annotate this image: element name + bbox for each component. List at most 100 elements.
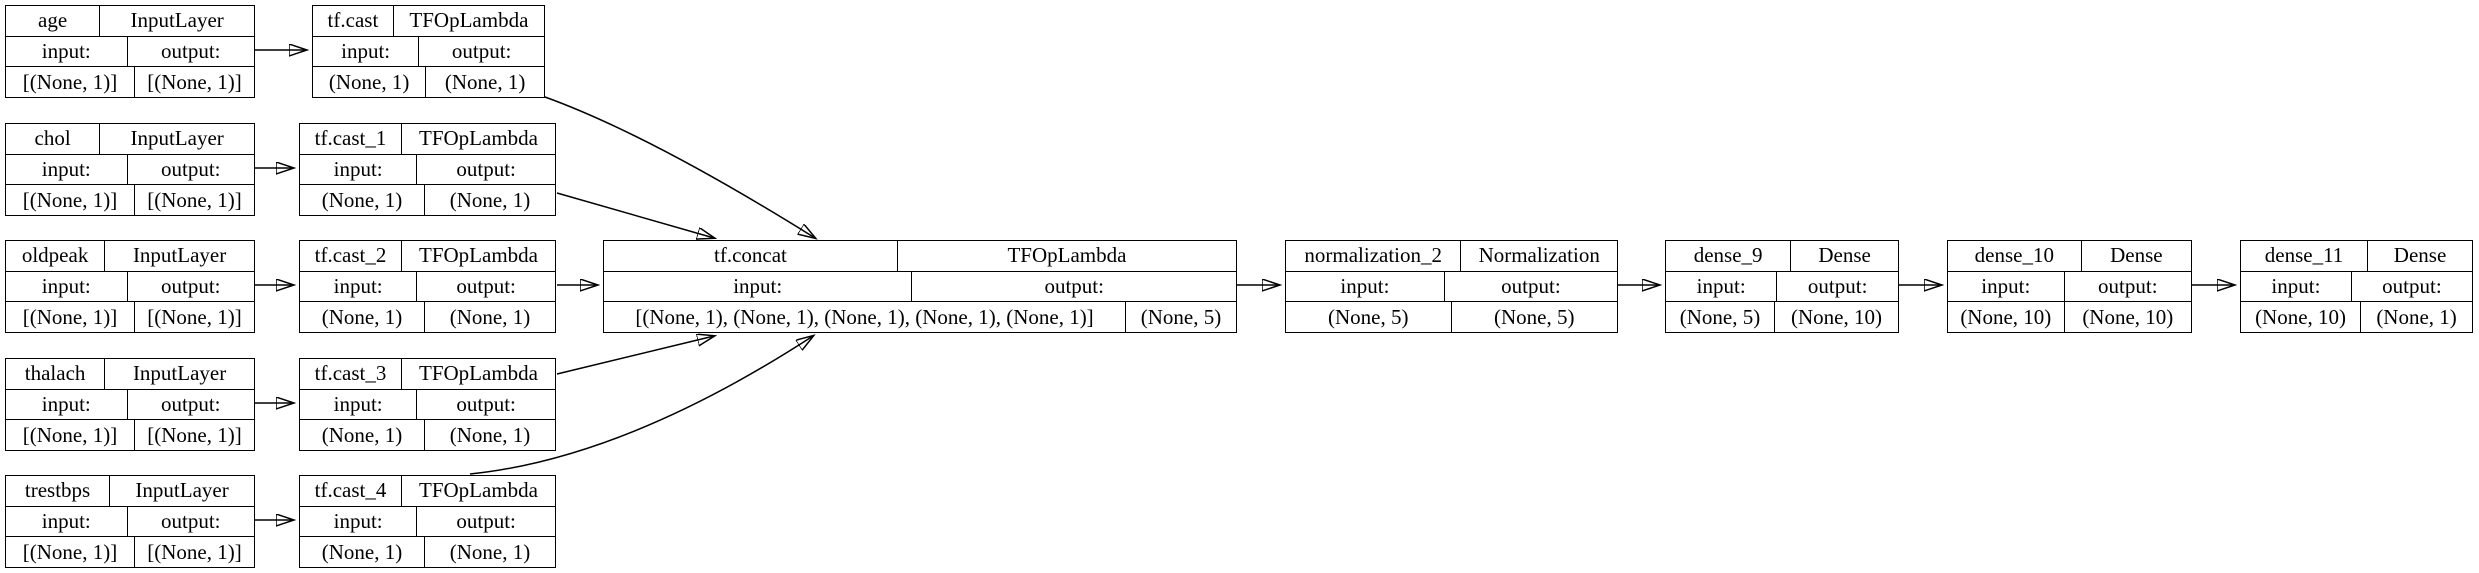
input-label: input: <box>2241 271 2352 302</box>
layer-name: dense_10 <box>1948 241 2082 271</box>
output-shape: [(None, 1)] <box>147 539 242 564</box>
node-io-row: input:output: <box>300 388 555 420</box>
input-label: input: <box>313 36 420 67</box>
output-shape: (None, 5) <box>1494 304 1575 329</box>
layer-name: oldpeak <box>6 241 106 271</box>
node-io-row: input: output: <box>6 35 254 67</box>
input-label: input: <box>6 36 128 67</box>
layer-class: Dense <box>2110 243 2163 268</box>
output-shape: (None, 1) <box>449 304 531 329</box>
input-label: input: <box>6 154 128 185</box>
node-io-row: input:output: <box>6 270 254 302</box>
layer-class: InputLayer <box>135 478 229 503</box>
layer-class: TFOpLambda <box>1007 243 1127 268</box>
node-shape-row: (None, 1)(None, 1) <box>313 66 544 98</box>
layer-name: tf.cast_1 <box>300 124 402 154</box>
layer-class: Dense <box>2393 243 2447 268</box>
output-shape: (None, 1) <box>449 187 531 212</box>
node-shape-row: (None, 1)(None, 1) <box>300 536 555 568</box>
edge-tf-cast-3-to-tf-concat <box>556 336 714 375</box>
input-shape: (None, 1) <box>300 302 425 333</box>
input-shape: [(None, 1)] <box>6 302 135 333</box>
layer-class: TFOpLambda <box>409 8 529 33</box>
output-shape: (None, 1) <box>444 69 526 94</box>
input-shape: [(None, 1)] <box>6 537 135 568</box>
input-shape: (None, 1) <box>300 185 425 216</box>
node-io-row: input:output: <box>2241 270 2472 302</box>
output-label: output: <box>456 392 516 416</box>
input-shape: (None, 5) <box>1666 302 1776 333</box>
node-shape-row: (None, 1) (None, 1) <box>300 184 555 216</box>
output-label: output: <box>451 39 512 63</box>
output-label: output: <box>161 392 221 416</box>
layer-name: tf.concat <box>604 241 898 271</box>
output-shape: [(None, 1)] <box>147 69 242 94</box>
input-shape: (None, 10) <box>2241 302 2362 333</box>
node-io-row: input: output: <box>1948 270 2191 302</box>
input-label: input: <box>300 506 418 537</box>
output-shape: (None, 5) <box>1140 304 1222 329</box>
node-shape-row: (None, 10) (None, 10) <box>1948 301 2191 333</box>
output-label: output: <box>161 274 221 298</box>
node-shape-row: [(None, 1), (None, 1), (None, 1), (None,… <box>604 301 1236 333</box>
node-io-row: input: output: <box>1286 270 1617 302</box>
layer-class: InputLayer <box>130 126 224 151</box>
input-shape: [(None, 1), (None, 1), (None, 1), (None,… <box>604 302 1127 333</box>
input-shape: (None, 10) <box>1948 302 2065 333</box>
layer-class: InputLayer <box>132 243 227 268</box>
output-shape: [(None, 1)] <box>147 304 242 329</box>
node-title-row: chol InputLayer <box>6 124 254 154</box>
output-label: output: <box>1044 274 1104 298</box>
input-label: input: <box>6 506 128 537</box>
output-shape: (None, 10) <box>2082 304 2174 329</box>
layer-class: InputLayer <box>130 8 224 33</box>
layer-name: tf.cast_4 <box>300 476 402 506</box>
node-title-row: oldpeak InputLayer <box>6 241 254 271</box>
output-label: output: <box>456 274 516 298</box>
output-label: output: <box>1501 274 1561 298</box>
input-shape: [(None, 1)] <box>6 185 135 216</box>
node-shape-row: [(None, 1)][(None, 1)] <box>6 66 254 98</box>
layer-class: InputLayer <box>132 361 227 386</box>
node-shape-row: (None, 1)(None, 1) <box>300 419 555 451</box>
output-label: output: <box>456 157 516 181</box>
layer-class: Dense <box>1818 243 1871 268</box>
node-io-row: input: output: <box>6 388 254 420</box>
layer-name: chol <box>6 124 101 154</box>
input-shape: (None, 1) <box>300 420 425 451</box>
layer-name: thalach <box>6 359 106 389</box>
input-label: input: <box>1948 271 2065 302</box>
node-shape-row: (None, 5)(None, 10) <box>1666 301 1898 333</box>
output-shape: [(None, 1)] <box>147 187 242 212</box>
input-label: input: <box>1286 271 1445 302</box>
layer-name: normalization_2 <box>1286 241 1462 271</box>
input-shape: [(None, 1)] <box>6 420 135 451</box>
output-shape: (None, 1) <box>2376 304 2457 329</box>
output-label: output: <box>161 39 221 63</box>
node-oldpeak: oldpeak InputLayer input:output: [(None, … <box>5 240 255 333</box>
node-title-row: tf.concat TFOpLambda <box>604 241 1236 271</box>
output-label: output: <box>2098 274 2158 298</box>
output-label: output: <box>161 509 221 533</box>
node-io-row: input: output: <box>313 35 544 67</box>
node-thalach: thalach InputLayer input: output: [(None, … <box>5 358 255 451</box>
edge-tf-cast-4-to-tf-concat <box>469 336 813 475</box>
input-label: input: <box>6 389 128 420</box>
